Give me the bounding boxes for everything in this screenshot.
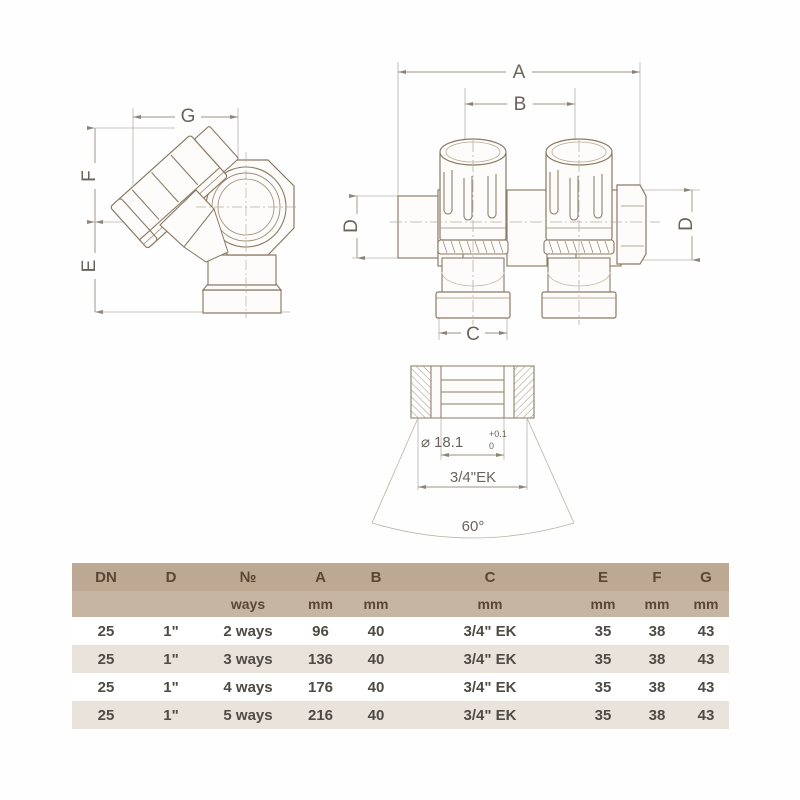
dimension-A: A [398,58,640,84]
dimension-diameter: ⌀ 18.1 +0.1 0 [421,429,507,458]
thread-spec-label: 3/4"EK [450,469,496,486]
unit-no: ways [202,591,294,617]
dimension-cone-angle: 60° [462,518,485,535]
dimension-label-G: G [181,106,196,127]
cone-angle-label: 60° [462,518,485,535]
cell-e: 35 [594,622,612,640]
header-e: E [575,563,631,591]
cell-dn: 25 [97,650,115,668]
main-view-extension-lines [352,62,700,340]
cell-a: 176 [307,678,334,696]
connection-detail-view: ⌀ 18.1 +0.1 0 3/4"EK 60° [371,365,575,539]
dimension-G: G [133,104,238,128]
cell-no: 2 ways [223,622,273,640]
cell-c: 3/4" EK [463,678,517,696]
cell-e: 35 [594,650,612,668]
diameter-value: 18.1 [434,434,463,451]
cell-g: 43 [697,650,715,668]
table-row: 25 1" 4 ways 176 40 3/4" EK 35 38 43 [72,673,729,701]
drawing-area: G F E [79,58,703,539]
table-row: 25 1" 5 ways 216 40 3/4" EK 35 38 43 [72,701,729,729]
cell-d: 1" [163,650,179,668]
dimension-label-A: A [513,62,526,83]
cell-b: 40 [367,706,385,724]
header-no: № [202,563,294,591]
cell-a: 136 [307,650,334,668]
cell-b: 40 [367,650,385,668]
unit-d [140,591,202,617]
left-valve-body [201,254,283,314]
cell-f: 38 [648,706,666,724]
header-row-main: DN D № A B C E F G [72,563,729,591]
dimension-D-right: D [676,187,703,263]
header-b: B [347,563,405,591]
dimension-label-D-left: D [341,219,362,233]
left-angled-cap [110,126,239,249]
dimension-thread-spec: 3/4"EK [418,469,527,490]
header-c: C [405,563,575,591]
cell-g: 43 [697,678,715,696]
header-f: F [631,563,683,591]
dimension-E: E [79,219,106,315]
dimension-label-B: B [514,94,527,115]
unit-dn [72,591,140,617]
dimension-label-E: E [79,260,100,273]
main-view-centerlines [390,140,660,325]
cell-b: 40 [367,678,385,696]
spec-table-container: DN D № A B C E F G ways mm mm mm [72,563,729,729]
specifications-table: DN D № A B C E F G ways mm mm mm [72,563,729,729]
header-dn: DN [72,563,140,591]
dimension-F: F [79,125,106,225]
dimension-label-D-right: D [676,217,697,231]
unit-g: mm [683,591,729,617]
table-row: 25 1" 2 ways 96 40 3/4" EK 35 38 43 [72,617,729,645]
cell-d: 1" [163,622,179,640]
table-body: 25 1" 2 ways 96 40 3/4" EK 35 38 43 25 1… [72,617,729,729]
cell-no: 3 ways [223,650,273,668]
left-neck [159,189,229,263]
cell-no: 4 ways [223,678,273,696]
cell-c: 3/4" EK [463,706,517,724]
header-g: G [683,563,729,591]
diameter-symbol: ⌀ [421,434,430,451]
dimension-label-F: F [79,170,100,182]
cell-dn: 25 [97,622,115,640]
header-a: A [294,563,347,591]
cell-d: 1" [163,706,179,724]
dimension-B: B [465,90,575,116]
detail-collar [410,365,535,419]
cell-a: 216 [307,706,334,724]
table-header: DN D № A B C E F G ways mm mm mm [72,563,729,617]
left-view-centerlines [196,152,298,318]
cell-f: 38 [648,678,666,696]
cell-f: 38 [648,650,666,668]
cell-c: 3/4" EK [463,650,517,668]
tolerance-lower: 0 [489,441,494,451]
cell-dn: 25 [97,706,115,724]
unit-a: mm [294,591,347,617]
unit-c: mm [405,591,575,617]
left-side-view: G F E [79,104,298,318]
cell-d: 1" [163,678,179,696]
cell-c: 3/4" EK [463,622,517,640]
cell-e: 35 [594,706,612,724]
dimension-label-C: C [466,324,480,345]
cell-b: 40 [367,622,385,640]
cell-f: 38 [648,622,666,640]
cell-e: 35 [594,678,612,696]
cell-g: 43 [697,706,715,724]
cell-dn: 25 [97,678,115,696]
header-d: D [140,563,202,591]
cell-no: 5 ways [223,706,273,724]
main-front-view: A B C D [341,58,703,346]
tolerance-upper: +0.1 [489,429,507,439]
unit-b: mm [347,591,405,617]
cell-g: 43 [697,622,715,640]
unit-e: mm [575,591,631,617]
header-row-units: ways mm mm mm mm mm mm [72,591,729,617]
cell-a: 96 [312,622,329,640]
dimension-D-left: D [341,193,368,261]
table-row: 25 1" 3 ways 136 40 3/4" EK 35 38 43 [72,645,729,673]
unit-f: mm [631,591,683,617]
